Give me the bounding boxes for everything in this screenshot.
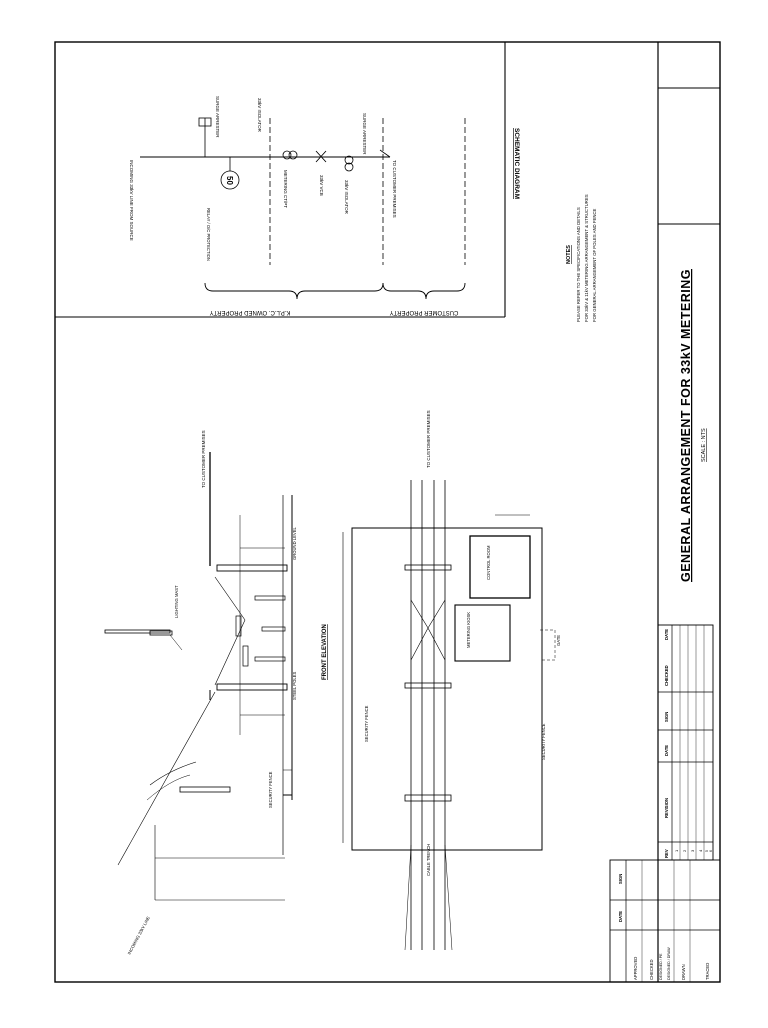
front-label-lighting: LIGHTING MAST bbox=[174, 585, 179, 618]
drawing-title: GENERAL ARRANGEMENT FOR 33kV METERING bbox=[679, 269, 693, 582]
rev-header-revision: REVISION bbox=[664, 798, 669, 818]
notes-block: NOTES PLEASE REFER TO THE SPECIFICATIONS… bbox=[566, 194, 597, 322]
schematic-label-incoming: INCOMING 33kV LINE FROM SOURCE bbox=[129, 160, 134, 241]
front-label-ground-level: GROUND LEVEL bbox=[292, 527, 297, 560]
schematic-diagram: INCOMING 33kV LINE FROM SOURCE SURGE ARR… bbox=[129, 96, 520, 315]
front-elevation: FRONT ELEVATION TO CUSTOMER PREMISES INC… bbox=[104, 430, 328, 955]
plan-label-metering-kiosk: METERING KIOSK bbox=[466, 612, 471, 648]
front-elevation-heading: FRONT ELEVATION bbox=[322, 624, 328, 680]
rev-header-rev: REV bbox=[664, 849, 669, 858]
rev-number-4: 4 bbox=[698, 849, 703, 852]
plan-label-control-room: CONTROL ROOM bbox=[486, 545, 491, 580]
plan-label-gate: GATE bbox=[556, 635, 561, 646]
approval-header-date: DATE bbox=[618, 911, 623, 922]
rev-header-checked: CHECKED bbox=[664, 665, 669, 686]
plan-label-security-fence-2: SECURITY FENCE bbox=[541, 723, 546, 760]
front-label-security-fence: SECURITY FENCE bbox=[268, 771, 273, 808]
rev-number-2: 2 bbox=[682, 849, 687, 852]
schematic-label-breaker: 33kV VCB bbox=[319, 175, 324, 196]
rev-number-3: 3 bbox=[690, 849, 695, 852]
revision-table: REV REVISION DATE SIGN CHECKED DATE 1 2 … bbox=[657, 624, 714, 861]
front-label-steel-poles: STEEL POLES bbox=[292, 672, 297, 700]
schematic-label-surge-2: SURGE ARRESTER bbox=[362, 113, 367, 155]
rev-header-sign: SIGN bbox=[664, 712, 669, 722]
schematic-label-isolator: 33kV ISOLATOR bbox=[257, 98, 262, 133]
rev-number-1: 1 bbox=[674, 849, 679, 852]
front-label-incoming: INCOMING 33kV LINE bbox=[126, 915, 151, 955]
notes-line-3: FOR GENERAL ARRANGEMENT OF POLES AND FEN… bbox=[592, 208, 597, 322]
schematic-label-kplc-property: K.P.L.C. OWNED PROPERTY bbox=[210, 309, 291, 315]
schematic-label-metering: METERING CT/PT bbox=[283, 170, 288, 208]
approval-row-approved: APPROVED bbox=[633, 957, 638, 980]
rev-header-date-2: DATE bbox=[664, 629, 669, 640]
schematic-label-isolator-2: 33kV ISOLATOR bbox=[344, 180, 349, 215]
approval-table: DATE SIGN APPROVED CHECKED DESIGNED / PE… bbox=[609, 859, 721, 983]
rev-header-date: DATE bbox=[664, 745, 669, 756]
rev-number-6: 6 bbox=[709, 850, 713, 852]
plan-view: TO CUSTOMER PREMISES CONTROL ROOM METERI… bbox=[342, 410, 561, 951]
approval-row-designed-pe: DESIGNED / PE bbox=[659, 953, 663, 980]
approval-row-traced: TRACED bbox=[705, 963, 710, 980]
approval-header-sign: SIGN bbox=[618, 874, 623, 884]
notes-line-2: FOR 33kV & 11kV METERING ARRANGEMENT & S… bbox=[584, 194, 589, 322]
schematic-label-surge: SURGE ARRESTER bbox=[215, 96, 220, 138]
drawing-title-block: GENERAL ARRANGEMENT FOR 33kV METERING SC… bbox=[679, 269, 707, 582]
schematic-label-relay: RELAY / O/C PROTECTION bbox=[206, 208, 211, 261]
schematic-label-customer-property: CUSTOMER PROPERTY bbox=[390, 309, 459, 315]
schematic-heading: SCHEMATIC DIAGRAM bbox=[513, 128, 520, 199]
front-label-to-customer: TO CUSTOMER PREMISES bbox=[201, 430, 206, 488]
plan-label-cable-trench: CABLE TRENCH bbox=[426, 844, 431, 876]
approval-row-drawn: DRAWN bbox=[681, 964, 686, 980]
rev-number-5: 5 bbox=[705, 850, 709, 852]
approval-row-checked: CHECKED bbox=[649, 960, 654, 980]
approval-row-designed-draw: DESIGNED / DRAW bbox=[667, 947, 671, 980]
schematic-label-to-customer: TO CUSTOMER PREMISES bbox=[392, 160, 397, 218]
scale-note: SCALE : NTS bbox=[701, 428, 707, 462]
plan-label-to-customer: TO CUSTOMER PREMISES bbox=[426, 410, 431, 468]
plan-label-security-fence: SECURITY FENCE bbox=[364, 705, 369, 742]
schematic-protection-number: 50 bbox=[225, 176, 234, 185]
notes-heading: NOTES bbox=[566, 245, 572, 264]
notes-line-1: PLEASE REFER TO THE SPECIFICATIONS AND D… bbox=[576, 207, 581, 322]
